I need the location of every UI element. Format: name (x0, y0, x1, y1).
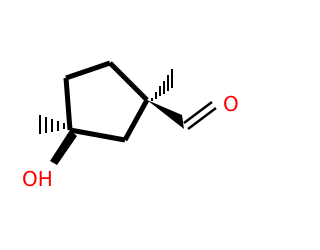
ring-bond-top-left (65, 60, 111, 81)
carbonyl-bond-a (183, 101, 213, 124)
ring-bond-bottom (69, 127, 126, 143)
carbonyl-oxygen-label: O (223, 92, 239, 116)
ring-bond-top-right (108, 61, 149, 102)
ring-bond-left (63, 77, 73, 131)
hashed-wedge-left-methyl (39, 115, 65, 134)
hashed-wedge-right-methyl (151, 69, 173, 101)
ring-bond-lower-right (122, 98, 150, 142)
structure-drawing: O OH (22, 60, 239, 191)
carbonyl-bond-b (187, 107, 217, 130)
bold-wedge-aldehyde (147, 100, 184, 129)
bold-wedge-hydroxyl (50, 130, 77, 165)
molecule-canvas: O OH (22, 60, 239, 191)
hydroxyl-label: OH (22, 167, 53, 191)
